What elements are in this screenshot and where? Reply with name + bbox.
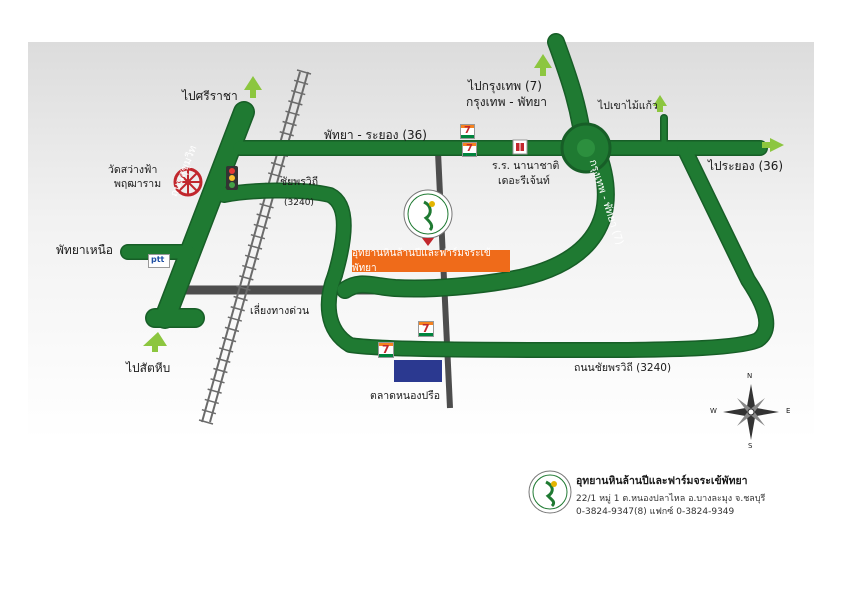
footer: อุทยานหินล้านปีและฟาร์มจระเข้พัทยา 22/1 … bbox=[528, 470, 828, 518]
seven-eleven-label: 7 bbox=[382, 343, 390, 356]
railway-tie bbox=[213, 367, 228, 374]
seven-eleven-label: 7 bbox=[422, 322, 430, 335]
railway-tie bbox=[236, 285, 251, 291]
arrow-up-icon bbox=[534, 54, 552, 76]
railway bbox=[198, 69, 312, 425]
railway-tie bbox=[285, 110, 300, 116]
railway-tie bbox=[201, 408, 217, 415]
seven-eleven-icon: 7 bbox=[460, 124, 475, 139]
label-to-khao-mai-kaeo: ไปเขาไม้แก้ว bbox=[598, 100, 658, 112]
road-chaiyaphruek-loop bbox=[322, 141, 773, 357]
roundabout-center bbox=[577, 139, 595, 157]
arrow-down-icon bbox=[143, 332, 167, 352]
green-roads bbox=[121, 34, 773, 357]
railway-tie bbox=[293, 79, 309, 86]
label-to-sattahip: ไปสัตหีบ bbox=[126, 361, 171, 375]
railway-tie bbox=[259, 203, 274, 209]
label-bypass: เลี่ยงทางด่วน bbox=[250, 305, 310, 317]
label-wat-line1: วัดสว่างฟ้า bbox=[108, 164, 158, 176]
railway-tie bbox=[204, 398, 219, 405]
footer-logo-icon bbox=[528, 470, 572, 514]
railway-tie bbox=[244, 254, 260, 261]
railway-tie bbox=[267, 172, 283, 178]
direction-arrows bbox=[143, 54, 784, 352]
compass-north-label: N bbox=[747, 372, 753, 380]
seven-eleven-icon: 7 bbox=[462, 142, 477, 157]
compass-east-label: E bbox=[786, 407, 791, 415]
label-to-rayong-36: ไประยอง (36) bbox=[708, 159, 784, 173]
compass-icon bbox=[723, 384, 779, 440]
label-chaiyaphruek-top-num: (3240) bbox=[284, 198, 314, 208]
railway-tie bbox=[224, 326, 240, 333]
railway-tie bbox=[296, 69, 312, 75]
footer-phone: 0-3824-9347(8) แฟกซ์ 0-3824-9349 bbox=[576, 507, 735, 517]
railway-tie bbox=[250, 233, 266, 240]
railway-tie bbox=[221, 336, 237, 343]
label-bangkok-pattaya: กรุงเทพ - พัทยา bbox=[466, 95, 548, 109]
railway-tie bbox=[210, 378, 225, 384]
railway-tie bbox=[247, 244, 263, 250]
school-icon bbox=[512, 139, 528, 155]
railway-tie bbox=[218, 347, 234, 353]
destination-pin-icon bbox=[403, 189, 453, 246]
railway-tie bbox=[233, 295, 248, 302]
railway-tie bbox=[282, 120, 297, 127]
footer-address: 22/1 หมู่ 1 ต.หนองปลาไหล อ.บางละมุง จ.ชล… bbox=[576, 494, 766, 504]
road-sukhumvit bbox=[155, 102, 254, 328]
seven-eleven-icon: 7 bbox=[378, 342, 394, 358]
label-chaiyaphruek-top: ชัยพรวิถี bbox=[280, 176, 319, 188]
road-motorway-7-south bbox=[337, 140, 614, 298]
destination-banner: อุทยานหินล้านปีและฟาร์มจระเข้พัทยา bbox=[352, 248, 510, 274]
railway-tie bbox=[256, 213, 271, 219]
dharma-wheel-icon bbox=[173, 167, 203, 197]
arrow-up-icon bbox=[653, 95, 667, 112]
railway-tie bbox=[230, 306, 245, 312]
railway-tie bbox=[291, 89, 306, 96]
label-school-line2: เดอะรีเจ้นท์ bbox=[498, 175, 550, 187]
railway-tie bbox=[288, 100, 303, 106]
traffic-light-icon bbox=[226, 166, 238, 190]
seven-eleven-label: 7 bbox=[464, 125, 471, 136]
compass-west-label: W bbox=[710, 407, 717, 415]
label-school-line1: ร.ร. นานาชาติ bbox=[492, 160, 560, 172]
ptt-label: ptt bbox=[151, 255, 165, 264]
arrow-up-icon bbox=[244, 76, 262, 98]
railway-tie bbox=[239, 275, 254, 281]
label-wat-line2: พฤฒาราม bbox=[114, 178, 162, 190]
railway-tie bbox=[216, 357, 231, 363]
railway-tie bbox=[242, 264, 257, 271]
market-block bbox=[394, 360, 442, 382]
railway-tie bbox=[198, 419, 214, 425]
railway-tie bbox=[270, 161, 286, 168]
label-chaiyaphruek-bottom: ถนนชัยพรวิถี (3240) bbox=[574, 362, 672, 374]
compass-south-label: S bbox=[748, 442, 753, 450]
seven-eleven-label: 7 bbox=[466, 143, 473, 154]
seven-eleven-icon: 7 bbox=[418, 321, 434, 337]
railway-tie bbox=[227, 316, 243, 322]
ptt-station-icon: ptt bbox=[148, 254, 170, 268]
road-chaiyaphruek-north bbox=[217, 183, 351, 282]
label-market: ตลาดหนองปรือ bbox=[370, 390, 441, 402]
arrow-right-icon bbox=[762, 138, 784, 152]
railway-tie bbox=[253, 223, 268, 230]
railway-tie bbox=[279, 131, 294, 137]
label-pattaya-nuea: พัทยาเหนือ bbox=[56, 243, 114, 257]
footer-name: อุทยานหินล้านปีและฟาร์มจระเข้พัทยา bbox=[576, 475, 748, 487]
label-to-bangkok-7: ไปกรุงเทพ (7) bbox=[468, 79, 542, 93]
label-to-sriracha: ไปศรีราชา bbox=[182, 89, 238, 103]
label-pattaya-rayong-36: พัทยา - ระยอง (36) bbox=[324, 128, 427, 142]
railway-tie bbox=[207, 388, 222, 394]
